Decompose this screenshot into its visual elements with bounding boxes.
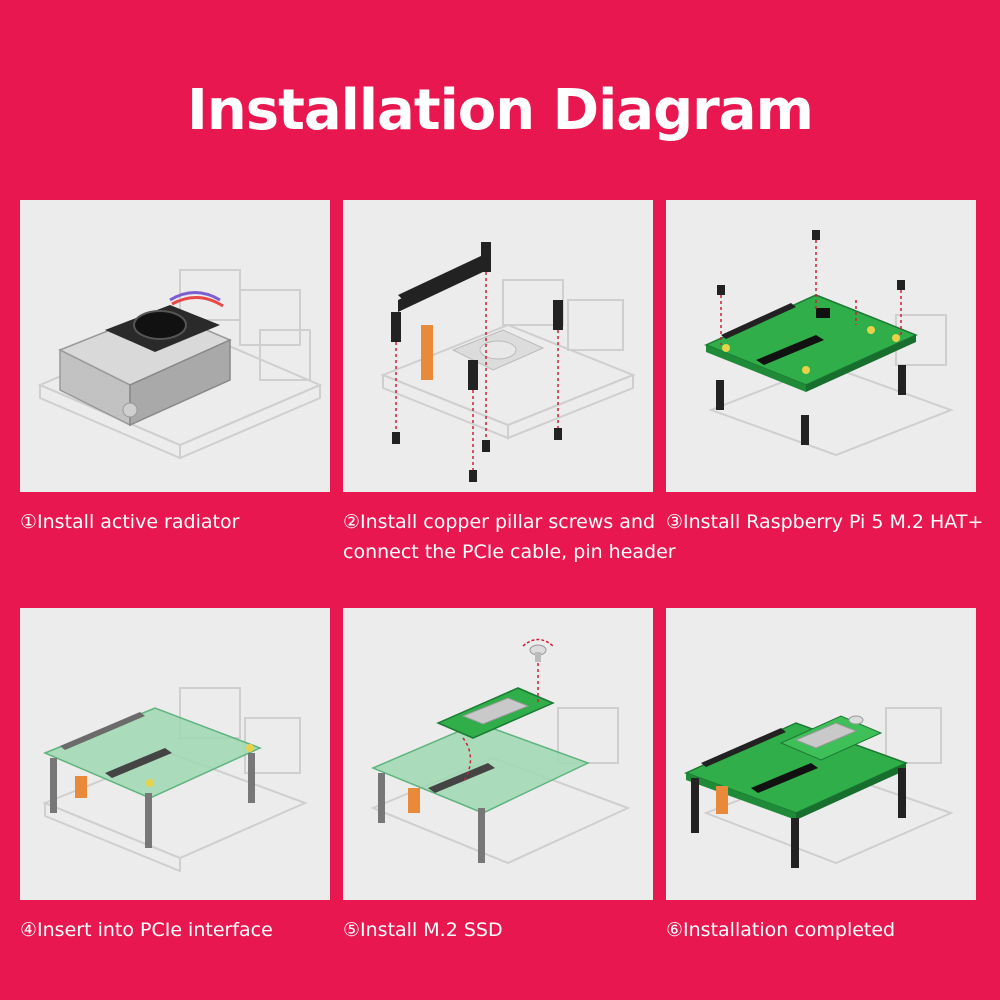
guide-lines xyxy=(462,663,539,784)
step-2-illustration xyxy=(343,200,653,492)
standoffs xyxy=(691,768,906,868)
m2-ssd xyxy=(779,715,883,761)
standoffs xyxy=(50,753,255,848)
step-4-caption: ④Insert into PCIe interface xyxy=(20,919,273,941)
m2-hat-board-transparent xyxy=(371,722,590,814)
m2-hat-board-transparent xyxy=(43,707,262,799)
step-2-caption: ②Install copper pillar screws and connec… xyxy=(343,511,676,563)
step-6-caption: ⑥Installation completed xyxy=(666,919,896,941)
step-5-caption: ⑤Install M.2 SSD xyxy=(343,919,503,941)
step-3-illustration xyxy=(666,200,976,492)
screws xyxy=(392,428,562,482)
guide-lines xyxy=(720,240,902,345)
step-4-illustration xyxy=(20,608,330,900)
pcie-cable xyxy=(75,776,87,798)
pcie-cable xyxy=(421,325,433,380)
pcie-cable xyxy=(408,788,420,813)
guide-lines xyxy=(395,272,559,470)
m2-ssd xyxy=(436,687,555,739)
raspberry-pi-board-outline xyxy=(380,279,636,440)
heatsink-ghost xyxy=(451,329,545,371)
step-5-illustration xyxy=(343,608,653,900)
page-title: Installation Diagram xyxy=(187,78,814,143)
copper-pillars xyxy=(391,242,563,390)
m2-hat-board xyxy=(704,294,918,392)
standoffs xyxy=(378,773,485,863)
standoffs xyxy=(716,365,906,445)
step-1-illustration xyxy=(20,200,330,492)
step-3-caption: ③Install Raspberry Pi 5 M.2 HAT+ xyxy=(666,511,984,533)
step-1-caption: ①Install active radiator xyxy=(20,511,240,533)
step-6-illustration xyxy=(666,608,976,900)
pin-header xyxy=(398,255,488,312)
active-cooler xyxy=(58,291,232,427)
pcie-cable xyxy=(716,786,728,814)
mounting-screw xyxy=(522,638,554,662)
screws xyxy=(717,230,905,295)
